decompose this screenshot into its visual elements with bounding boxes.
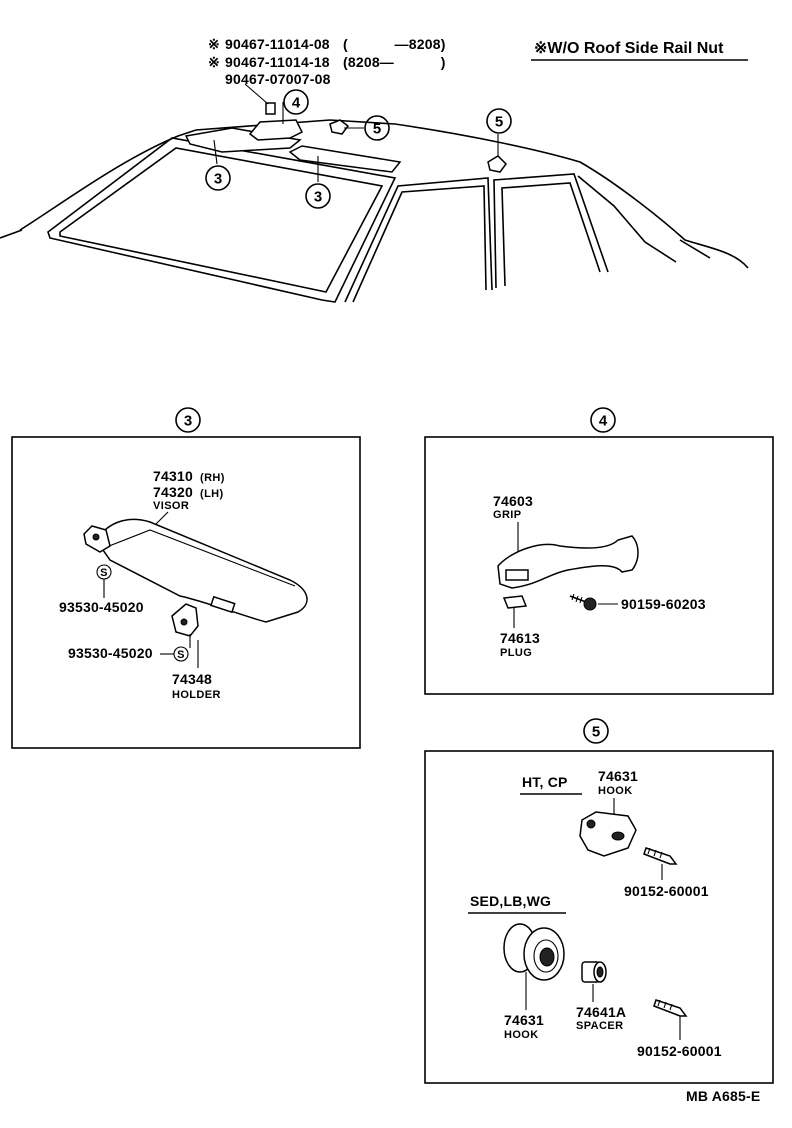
visor-edge (103, 529, 296, 587)
visor-screw-number-2: 93530-45020 (68, 645, 153, 661)
hook-2-part (503, 923, 565, 981)
visor-lh-tag: (LH) (200, 488, 224, 500)
svg-text:3: 3 (214, 171, 222, 188)
roof-nut-icon (265, 102, 276, 115)
screw-number-2-p5: 90152-60001 (637, 1043, 722, 1059)
hook-1-hole-b (611, 831, 625, 841)
header-mark-1: ※ (208, 36, 220, 52)
panel-5-title: 5 (583, 718, 609, 744)
callout-3a: 3 (205, 165, 231, 191)
rear-door-frame (493, 173, 609, 289)
holder-number: 74348 (172, 671, 212, 687)
callout-3b: 3 (305, 183, 331, 209)
visor-rh-number: 74310 (153, 468, 193, 484)
visor-body (95, 518, 308, 623)
header-part-number-3: 90467-07007-08 (225, 71, 331, 87)
bolt-number: 90159-60203 (621, 596, 706, 612)
panel-4-title: 4 (590, 407, 616, 433)
screw-icon-2 (653, 999, 688, 1017)
spacer-part (581, 961, 607, 983)
visor-name: VISOR (153, 500, 189, 512)
roof-hook-left (329, 119, 350, 135)
panel-5-box (424, 750, 774, 1084)
svg-text:3: 3 (184, 413, 192, 430)
grip-recess (505, 569, 529, 581)
header-part-list: ※ 90467-11014-08 ( —8208) ※ 90467-11014-… (208, 36, 446, 87)
hook-2-number: 74631 (504, 1012, 544, 1028)
leader-nut (244, 83, 269, 105)
roof-outline (19, 119, 749, 269)
svg-text:3: 3 (314, 189, 322, 206)
header-mark-2: ※ (208, 54, 220, 70)
svg-text:4: 4 (599, 413, 608, 430)
leader-3a (213, 139, 218, 165)
group-1-label: HT, CP (522, 774, 568, 790)
svg-text:5: 5 (495, 114, 503, 131)
hook-1-name: HOOK (598, 785, 633, 797)
front-door-frame-inner (352, 185, 487, 303)
visor-screw-number-1: 93530-45020 (59, 599, 144, 615)
roof-grip (248, 119, 304, 141)
holder-name: HOLDER (172, 689, 221, 701)
plug-number: 74613 (500, 630, 540, 646)
callout-4: 4 (283, 89, 309, 115)
visor-clip (210, 595, 236, 614)
svg-text:4: 4 (292, 95, 301, 112)
grip-number: 74603 (493, 493, 533, 509)
grip-body (497, 535, 639, 589)
windshield-glass (59, 147, 384, 293)
footer-code: MB A685-E (686, 1088, 760, 1104)
bolt-icon (569, 593, 597, 611)
visor-lh-number: 74320 (153, 484, 193, 500)
svg-text:5: 5 (373, 121, 381, 138)
roof-visor-right (288, 145, 402, 173)
visor-rh-tag: (RH) (200, 472, 225, 484)
roof-hook-right (487, 155, 507, 173)
s-mark-icon-2 (173, 646, 189, 662)
hood-line (0, 229, 23, 239)
holder-hole (180, 618, 188, 626)
trunk-line (679, 239, 711, 259)
plug-part (502, 595, 528, 609)
spacer-name: SPACER (576, 1020, 623, 1032)
header-part-range-2: (8208— ) (343, 54, 446, 70)
header-part-number-1: 90467-11014-08 (225, 36, 330, 52)
callout-5a: 5 (364, 115, 390, 141)
hook-1-part (579, 811, 637, 857)
front-door-frame (344, 177, 493, 303)
header-part-number-2: 90467-11014-18 (225, 54, 330, 70)
plug-name: PLUG (500, 647, 532, 659)
svg-text:5: 5 (592, 724, 600, 741)
s-mark-1: S (100, 567, 108, 579)
s-mark-2: S (177, 649, 185, 661)
panel-3-box (11, 436, 361, 749)
windshield-frame-outer (47, 137, 397, 303)
visor-hinge-screw (92, 533, 100, 541)
callout-5b: 5 (486, 108, 512, 134)
rear-door-frame-inner (501, 182, 601, 287)
spacer-number: 74641A (576, 1004, 626, 1020)
header-note: ※W/O Roof Side Rail Nut (534, 40, 724, 57)
car-roof-illustration (0, 83, 749, 303)
panel-3-title: 3 (175, 407, 201, 433)
screw-number-1-p5: 90152-60001 (624, 883, 709, 899)
rear-pillar (577, 175, 677, 263)
panel-4-box (424, 436, 774, 695)
group-2-label: SED,LB,WG (470, 893, 551, 909)
screw-icon-1 (643, 847, 678, 865)
hook-1-number: 74631 (598, 768, 638, 784)
hook-1-hole-a (586, 819, 596, 829)
grip-name: GRIP (493, 509, 522, 521)
hook-2-name: HOOK (504, 1029, 539, 1041)
header-part-range-1: ( —8208) (343, 36, 446, 52)
